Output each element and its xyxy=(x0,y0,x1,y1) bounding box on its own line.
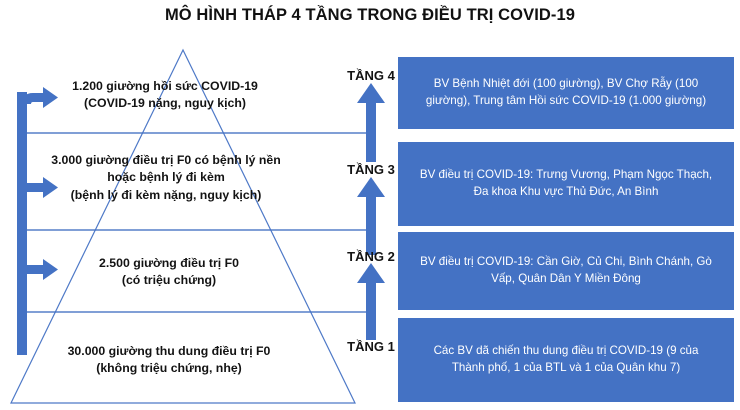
tang2-line-2: (có triệu chứng) xyxy=(121,273,217,288)
info-tang4-line-2: giường), Trung tâm Hồi sức COVID-19 (1.0… xyxy=(425,94,707,107)
info-box-tang-1[interactable]: Các BV dã chiến thu dung điều trị COVID-… xyxy=(398,318,734,402)
tang1-line-2: (không triệu chứng, nhẹ) xyxy=(96,361,242,376)
info-box-tang-4[interactable]: BV Bệnh Nhiệt đới (100 giường), BV Chợ R… xyxy=(398,57,734,129)
info-tang4-line-1: BV Bệnh Nhiệt đới (100 giường), BV Chợ R… xyxy=(433,77,699,91)
level-text-tang-4: 1.200 giường hồi sức COVID-19 (COVID-19 … xyxy=(40,78,290,113)
info-tang1-line-1: Các BV dã chiến thu dung điều trị COVID-… xyxy=(433,344,699,358)
tang4-line-2: (COVID-19 nặng, nguy kịch) xyxy=(84,96,246,111)
tier-label-tang-4: TẦNG 4 xyxy=(347,68,395,83)
tang4-line-1: 1.200 giường hồi sức COVID-19 xyxy=(72,79,258,93)
tier-label-tang-2: TẦNG 2 xyxy=(347,249,395,264)
level-text-tang-1: 30.000 giường thu dung điều trị F0 (khôn… xyxy=(38,343,300,378)
pyramid-outline xyxy=(10,48,356,404)
tang2-line-1: 2.500 giường điều trị F0 xyxy=(99,256,239,270)
tang3-line-1: 3.000 giường điều trị F0 có bệnh lý nền xyxy=(51,153,281,167)
tang1-line-1: 30.000 giường thu dung điều trị F0 xyxy=(67,344,271,358)
tier-label-tang-3: TẦNG 3 xyxy=(347,162,395,177)
info-tang3-line-1: BV điều trị COVID-19: Trưng Vương, Phạm … xyxy=(419,168,713,182)
info-box-tang-3[interactable]: BV điều trị COVID-19: Trưng Vương, Phạm … xyxy=(398,142,734,226)
level-text-tang-2: 2.500 giường điều trị F0 (có triệu chứng… xyxy=(55,255,283,290)
up-arrow-icon-tang3-to-tang4 xyxy=(357,83,385,162)
page-title: MÔ HÌNH THÁP 4 TẦNG TRONG ĐIỀU TRỊ COVID… xyxy=(164,6,576,24)
tier-label-tang-1: TẦNG 1 xyxy=(347,339,395,354)
tang3-line-2: hoặc bệnh lý đi kèm xyxy=(107,170,225,185)
up-arrow-icon-tang2-to-tang3 xyxy=(357,177,385,255)
tang3-line-3: (bệnh lý đi kèm nặng, nguy kịch) xyxy=(70,187,262,202)
escalation-arrows xyxy=(357,83,385,340)
info-tang2-line-1: BV điều trị COVID-19: Cần Giờ, Củ Chi, B… xyxy=(420,255,712,269)
right-arrow-icon-to-tang4 xyxy=(22,87,58,108)
level-text-tang-3: 3.000 giường điều trị F0 có bệnh lý nền … xyxy=(25,152,307,204)
info-box-tang-2[interactable]: BV điều trị COVID-19: Cần Giờ, Củ Chi, B… xyxy=(398,232,734,310)
right-arrow-icon-to-tang2 xyxy=(22,259,58,280)
left-referral-arrows xyxy=(22,87,58,280)
left-rail xyxy=(17,92,27,355)
info-tang1-line-2: Thành phố, 1 của BTL và 1 của Quân khu 7… xyxy=(451,361,681,374)
right-arrow-icon-to-tang3 xyxy=(22,177,58,198)
up-arrow-icon-tang1-to-tang2 xyxy=(357,263,385,340)
info-tang3-line-2: Đa khoa Khu vực Thủ Đức, An Bình xyxy=(473,185,659,198)
info-tang2-line-2: Vấp, Quân Dân Y Miền Đông xyxy=(491,272,641,285)
